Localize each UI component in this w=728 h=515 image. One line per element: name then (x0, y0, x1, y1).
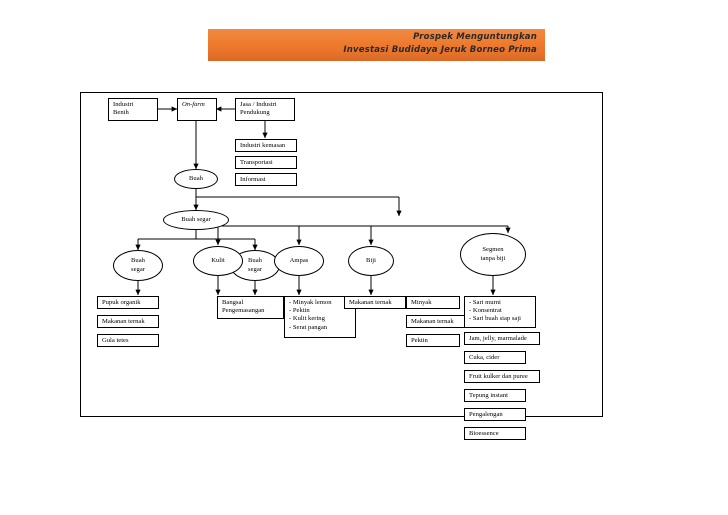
node-makanan-ternak-2[interactable]: Makanan ternak (344, 296, 406, 309)
node-makanan-ternak-3[interactable]: Makanan ternak (406, 315, 468, 328)
node-gula-tetes[interactable]: Gula tetes (97, 334, 159, 347)
node-fruit-kulker-dan-puree[interactable]: Fruit kulker dan puree (464, 370, 540, 383)
node-jasa-industri-pendukung[interactable]: Jasa / Industri Pendukung (235, 98, 295, 121)
node-sari-products[interactable]: - Sari murni - Konsentrat - Sari buah si… (464, 296, 536, 328)
node-kulit[interactable]: Kulit (193, 246, 243, 276)
node-makanan-ternak-1[interactable]: Makanan ternak (97, 315, 159, 328)
header-line-1: Prospek Menguntungkan (413, 32, 537, 42)
diagram-frame: Industri Benih On-farm Jasa / Industri P… (80, 92, 603, 440)
node-pektin[interactable]: Pektin (406, 334, 460, 347)
node-bangsal-pengemasangan[interactable]: Bangsal Pengemasangan (217, 296, 284, 319)
node-pupuk-organik[interactable]: Pupuk organik (97, 296, 159, 309)
node-minyak[interactable]: Minyak (406, 296, 460, 309)
node-informasi[interactable]: Informasi (235, 173, 297, 186)
header-banner: Prospek Menguntungkan Investasi Budidaya… (208, 29, 545, 61)
node-ampas[interactable]: Ampas (274, 246, 324, 276)
node-tepung-instant[interactable]: Tepung instant (464, 389, 526, 402)
node-buah-segar-main[interactable]: Buah segar (163, 210, 229, 230)
node-industri-benih[interactable]: Industri Benih (108, 98, 158, 121)
node-pengalengan[interactable]: Pengalengan (464, 408, 526, 421)
header-banner-text: Prospek Menguntungkan Investasi Budidaya… (343, 31, 537, 57)
node-jam-jelly-marmalade[interactable]: Jam, jelly, marmalade (464, 332, 540, 345)
node-biji[interactable]: Biji (348, 246, 394, 276)
node-transportasi[interactable]: Transportasi (235, 156, 297, 169)
diagram-connectors (135, 106, 511, 296)
node-segmen-tanpa-biji[interactable]: Segmen tanpa biji (460, 233, 526, 276)
node-buah[interactable]: Buah (174, 169, 218, 189)
header-line-2: Investasi Budidaya Jeruk Borneo Prima (343, 45, 537, 55)
node-buah-segar-left[interactable]: Buah segar (113, 250, 163, 281)
node-cuka-cider[interactable]: Cuka, cider (464, 351, 526, 364)
node-industri-kemasan[interactable]: Industri kemasan (235, 139, 297, 152)
node-bioessence[interactable]: Bioessence (464, 427, 526, 440)
node-on-farm[interactable]: On-farm (177, 98, 217, 121)
